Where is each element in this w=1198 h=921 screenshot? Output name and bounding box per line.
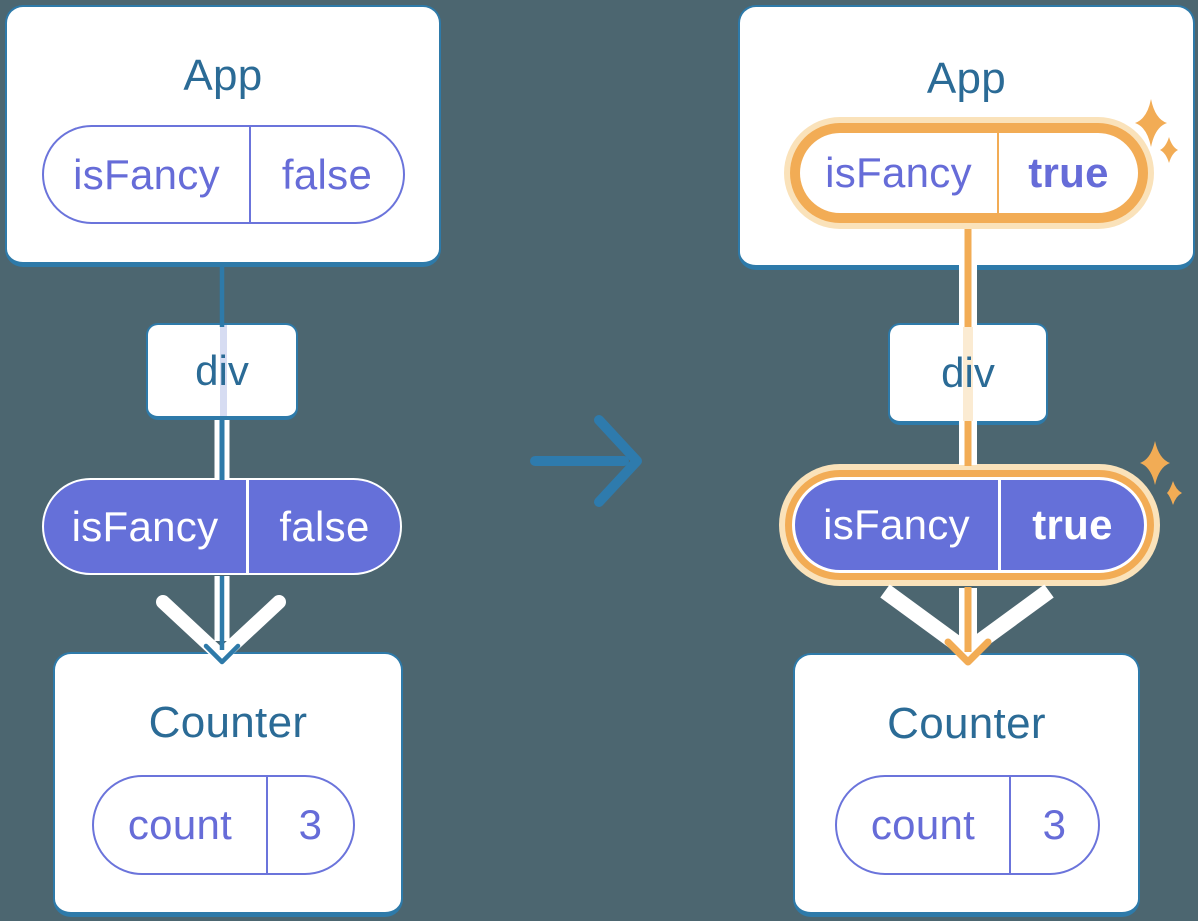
state-key-label: count: [127, 801, 233, 848]
state-key-label: count: [870, 801, 976, 848]
app-title: App: [183, 51, 263, 100]
counter-card: Counter count 3: [793, 653, 1140, 917]
state-value-label: 3: [1042, 801, 1067, 848]
sparkle-icon: [1140, 441, 1170, 485]
transition-arrow-icon: [530, 415, 642, 507]
state-value-cell: 3: [1009, 777, 1098, 873]
prop-value-label: false: [281, 150, 373, 198]
div-node: div: [146, 323, 298, 420]
sparkle-icon: [1167, 481, 1182, 505]
prop-value-cell: false: [249, 127, 403, 222]
app-prop-pill-highlighted: isFancy true: [800, 133, 1138, 213]
prop-value-label: true: [1032, 501, 1113, 548]
state-value-cell: 3: [266, 777, 353, 873]
prop-key-label: isFancy: [71, 502, 219, 550]
prop-key-label: isFancy: [823, 501, 970, 548]
div-node: div: [888, 323, 1048, 425]
prop-value-cell: true: [997, 133, 1138, 213]
counter-card: Counter count 3: [53, 652, 403, 917]
prop-key-cell: isFancy: [44, 127, 249, 222]
counter-title: Counter: [887, 699, 1046, 748]
passed-prop-pill-highlighted: isFancy true: [792, 477, 1147, 573]
counter-title: Counter: [148, 698, 308, 747]
prop-key-cell: isFancy: [800, 133, 997, 213]
prop-value-label: false: [279, 502, 370, 550]
state-value-label: 3: [298, 801, 323, 848]
state-key-cell: count: [837, 777, 1009, 873]
down-chevron-icon: [156, 595, 286, 663]
div-label: div: [195, 346, 249, 394]
left-flow-lines: [156, 262, 286, 665]
div-label: div: [941, 349, 995, 396]
prop-flow-stripe: [220, 325, 227, 416]
count-state-pill: count 3: [835, 775, 1100, 875]
down-chevron-icon: [880, 584, 1054, 659]
prop-key-cell: isFancy: [44, 480, 246, 573]
prop-key-label: isFancy: [73, 150, 220, 198]
right-flow-lines: [880, 229, 1054, 666]
passed-prop-pill: isFancy false: [42, 478, 402, 575]
app-title: App: [926, 54, 1007, 103]
prop-flow-stripe: [963, 325, 973, 421]
count-state-pill: count 3: [92, 775, 355, 875]
state-key-cell: count: [94, 777, 266, 873]
prop-value-cell: true: [998, 480, 1144, 570]
prop-value-label: true: [1028, 149, 1109, 196]
app-card: App isFancy false: [5, 5, 441, 267]
prop-key-label: isFancy: [825, 149, 972, 196]
app-prop-pill: isFancy false: [42, 125, 405, 224]
prop-key-cell: isFancy: [795, 480, 998, 570]
prop-value-cell: false: [246, 480, 400, 573]
